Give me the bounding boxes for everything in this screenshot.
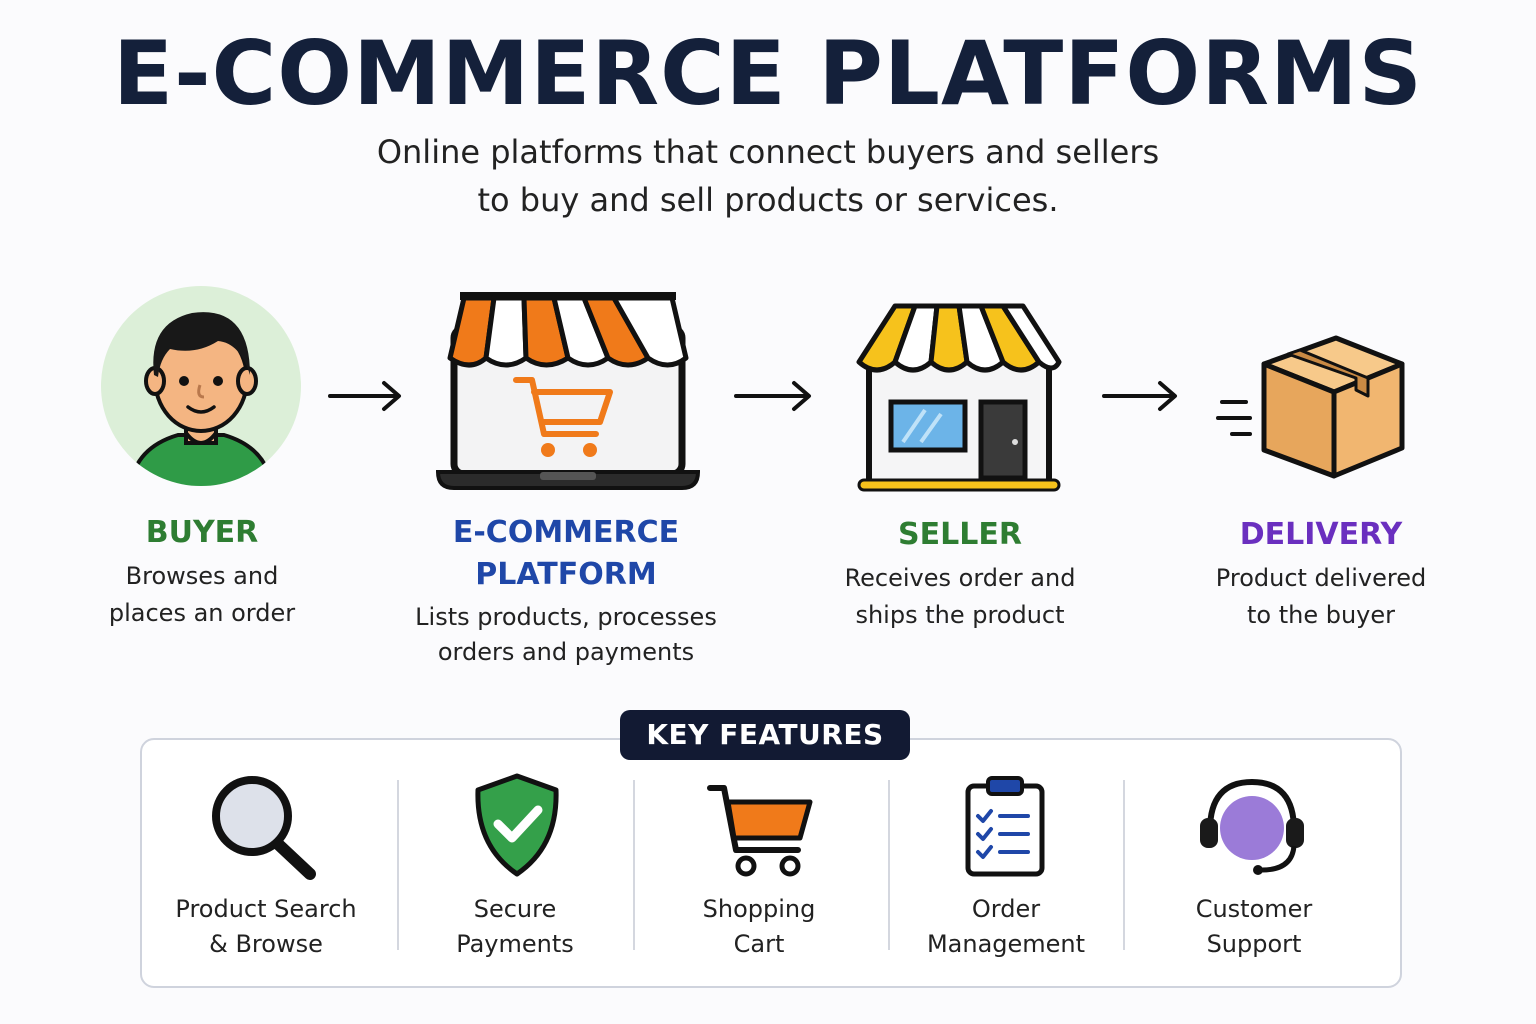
stage-buyer-desc: Browses and places an order xyxy=(52,558,352,632)
feature-order-management-line-2: Management xyxy=(926,930,1086,958)
stage-delivery-desc-line-1: Product delivered xyxy=(1215,564,1427,592)
key-features-panel xyxy=(140,738,1402,988)
stage-delivery: DELIVERY Product delivered to the buyer xyxy=(1166,514,1476,634)
page-subtitle: Online platforms that connect buyers and… xyxy=(0,128,1536,224)
laptop-storefront-icon xyxy=(436,292,700,490)
feature-secure-payments-line-2: Payments xyxy=(456,930,574,958)
stage-buyer-desc-line-1: Browses and xyxy=(125,562,279,590)
feature-customer-support-line-1: Customer xyxy=(1195,895,1313,923)
stage-delivery-desc-line-2: to the buyer xyxy=(1246,601,1396,629)
stage-platform-desc: Lists products, processes orders and pay… xyxy=(396,600,736,670)
feature-customer-support-line-2: Support xyxy=(1206,930,1302,958)
feature-product-search-line-1: Product Search xyxy=(175,895,357,923)
feature-order-management-line-1: Order xyxy=(971,895,1041,923)
headset-icon xyxy=(1200,778,1304,875)
feature-product-search-line-2: & Browse xyxy=(209,930,323,958)
feature-shopping-cart: Shopping Cart xyxy=(639,892,879,962)
subtitle-line-2: to buy and sell products or services. xyxy=(477,181,1059,219)
stage-platform: E-COMMERCE PLATFORM Lists products, proc… xyxy=(396,512,736,670)
feature-shopping-cart-line-1: Shopping xyxy=(702,895,816,923)
feature-divider-2 xyxy=(633,780,635,950)
feature-secure-payments: Secure Payments xyxy=(395,892,635,962)
feature-divider-3 xyxy=(888,780,890,950)
stage-seller-desc: Receives order and ships the product xyxy=(800,560,1120,634)
stage-buyer-label: BUYER xyxy=(145,515,259,550)
stage-platform-label-line-2: PLATFORM xyxy=(475,557,657,592)
stage-platform-desc-line-2: orders and payments xyxy=(437,638,695,666)
feature-divider-1 xyxy=(397,780,399,950)
stage-seller: SELLER Receives order and ships the prod… xyxy=(800,514,1120,634)
magnifier-icon xyxy=(212,776,316,880)
key-features-heading: KEY FEATURES xyxy=(620,710,910,760)
stage-platform-desc-line-1: Lists products, processes xyxy=(415,603,717,631)
stage-platform-label-line-1: E-COMMERCE xyxy=(452,515,680,550)
subtitle-line-1: Online platforms that connect buyers and… xyxy=(376,133,1160,171)
flow-arrow-2 xyxy=(734,381,811,411)
storefront-icon xyxy=(856,303,1062,492)
stage-delivery-desc: Product delivered to the buyer xyxy=(1166,560,1476,634)
package-icon xyxy=(1216,335,1405,479)
stage-seller-desc-line-2: ships the product xyxy=(855,601,1065,629)
stage-delivery-label: DELIVERY xyxy=(1239,517,1403,552)
feature-secure-payments-line-1: Secure xyxy=(473,895,557,923)
stage-platform-label: E-COMMERCE PLATFORM xyxy=(396,512,736,596)
shield-check-icon xyxy=(475,773,559,877)
feature-divider-4 xyxy=(1123,780,1125,950)
stage-seller-desc-line-1: Receives order and xyxy=(844,564,1076,592)
clipboard-checklist-icon xyxy=(965,776,1045,877)
page-title: E-COMMERCE PLATFORMS xyxy=(113,22,1423,125)
stage-buyer: BUYER Browses and places an order xyxy=(52,512,352,632)
stage-buyer-desc-line-2: places an order xyxy=(108,599,296,627)
cart-icon xyxy=(707,785,813,877)
flow-arrow-3 xyxy=(1102,381,1177,411)
person-icon xyxy=(101,286,301,486)
flow-arrow-1 xyxy=(328,381,401,411)
feature-customer-support: Customer Support xyxy=(1134,892,1374,962)
feature-product-search: Product Search & Browse xyxy=(146,892,386,962)
stage-seller-label: SELLER xyxy=(898,517,1022,552)
feature-shopping-cart-line-2: Cart xyxy=(733,930,785,958)
feature-order-management: Order Management xyxy=(886,892,1126,962)
